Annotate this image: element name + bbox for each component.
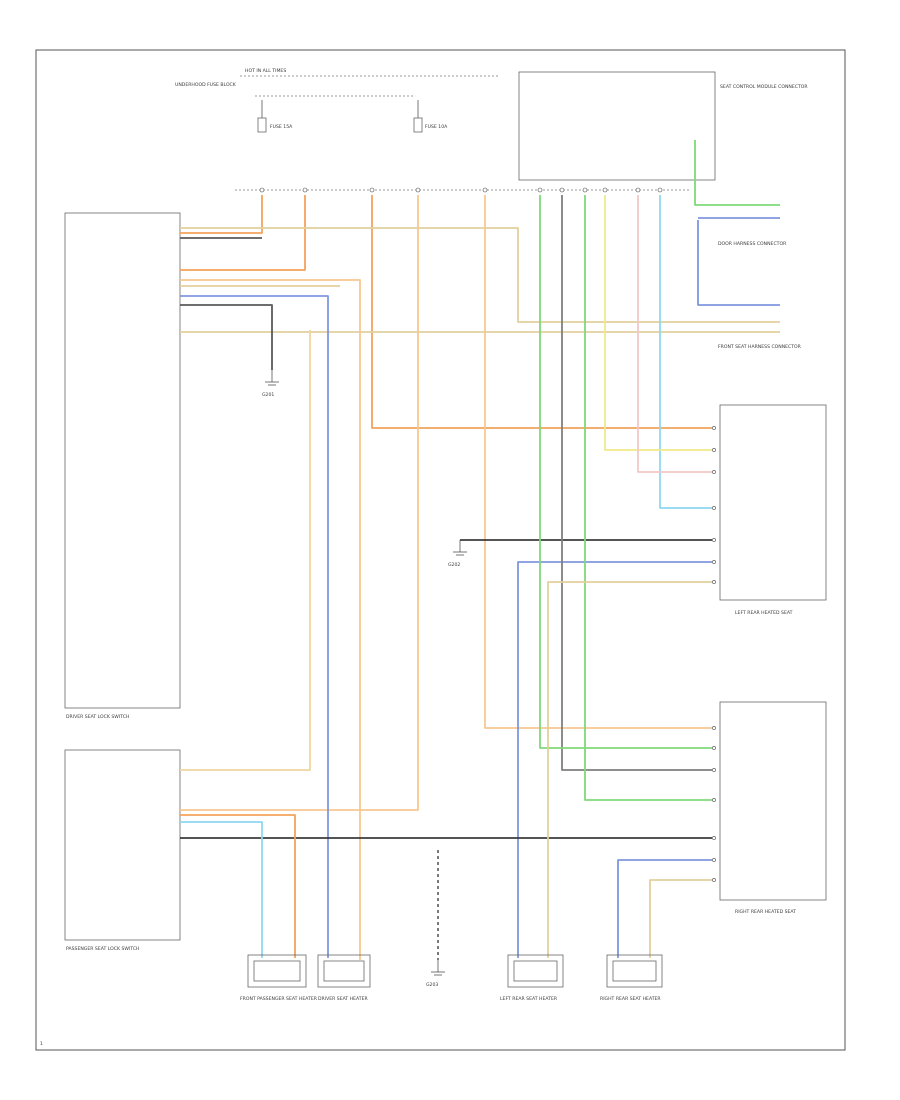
right-rear-heated-seat-box <box>719 701 827 901</box>
act2-label: DRIVER SEAT HEATER <box>318 996 369 1002</box>
right-heated-label: RIGHT REAR HEATED SEAT <box>735 909 796 915</box>
wire-blue-1 <box>180 295 329 958</box>
wire-light-blue-1 <box>659 195 712 509</box>
passenger-seat-lock-switch-box <box>64 749 181 941</box>
wire-tan-1 <box>180 227 780 323</box>
seat-module-connector-block <box>518 71 716 181</box>
wire-tan-3 <box>180 330 311 771</box>
wire-green-3 <box>694 140 780 206</box>
wire-tan-6 <box>649 879 712 958</box>
top-connector-pins <box>259 187 663 193</box>
passenger-switch-label: PASSENGER SEAT LOCK SWITCH <box>66 946 139 952</box>
wire-tan-5 <box>547 581 712 958</box>
right-rear-seat-heater: RIGHT REAR SEAT HEATER <box>600 954 663 1002</box>
fuse-1-symbol <box>257 100 267 133</box>
right-rear-seat-pins <box>712 726 716 882</box>
wire-dark-2 <box>180 304 273 370</box>
left-rear-seat-pins <box>712 426 716 584</box>
wire-group <box>180 140 780 960</box>
wire-gray-1 <box>561 195 712 771</box>
wire-light-blue-2 <box>180 821 263 958</box>
wire-pink-1 <box>637 195 712 473</box>
wire-blue-4 <box>697 220 780 306</box>
page-number: 1 <box>40 1041 43 1047</box>
top-hot-label: HOT IN ALL TIMES <box>245 68 286 74</box>
fuse-2-symbol <box>413 100 423 133</box>
wire-orange-1 <box>180 195 263 234</box>
right-top-block-label: SEAT CONTROL MODULE CONNECTOR <box>720 84 808 90</box>
fuse2-label: FUSE 10A <box>425 124 448 130</box>
driver-seat-heater: DRIVER SEAT HEATER <box>317 954 371 1002</box>
driver-switch-label: DRIVER SEAT LOCK SWITCH <box>66 714 129 720</box>
ground-symbol-top: G201 <box>262 370 279 398</box>
wire-blue-2 <box>517 561 712 958</box>
wire-orange-7 <box>180 814 296 958</box>
left-heated-label: LEFT REAR HEATED SEAT <box>735 610 793 616</box>
wire-blue-3 <box>617 859 712 958</box>
connector-c2-label: FRONT SEAT HARNESS CONNECTOR <box>718 344 802 350</box>
ground-mid-label: G202 <box>448 562 460 568</box>
wire-orange-3 <box>371 195 712 429</box>
ground-symbol-bot: G203 <box>426 960 445 988</box>
ground-symbol-mid: G202 <box>448 540 467 568</box>
left-rear-seat-heater: LEFT REAR SEAT HEATER <box>500 954 564 1002</box>
act3-label: LEFT REAR SEAT HEATER <box>500 996 558 1002</box>
wire-green-1 <box>539 195 712 749</box>
driver-seat-lock-switch-box <box>64 212 181 709</box>
fuse-block-label: UNDERHOOD FUSE BLOCK <box>175 82 237 88</box>
fuse1-label: FUSE 15A <box>270 124 293 130</box>
wire-orange-2 <box>180 195 306 271</box>
wire-orange-4 <box>180 195 419 811</box>
front-passenger-seat-heater: FRONT PASSENGER SEAT HEATER <box>240 954 318 1002</box>
wire-green-2 <box>584 195 712 801</box>
connector-c1-label: DOOR HARNESS CONNECTOR <box>718 241 787 247</box>
wire-orange-5 <box>484 195 712 729</box>
act4-label: RIGHT REAR SEAT HEATER <box>600 996 661 1002</box>
left-rear-heated-seat-box <box>719 404 827 601</box>
wire-yellow-1 <box>604 195 712 451</box>
act1-label: FRONT PASSENGER SEAT HEATER <box>240 996 318 1002</box>
wire-light-orange-6 <box>180 279 361 960</box>
ground-bot-label: G203 <box>426 982 438 988</box>
diagram-frame <box>35 49 846 1051</box>
ground-top-label: G201 <box>262 392 274 398</box>
